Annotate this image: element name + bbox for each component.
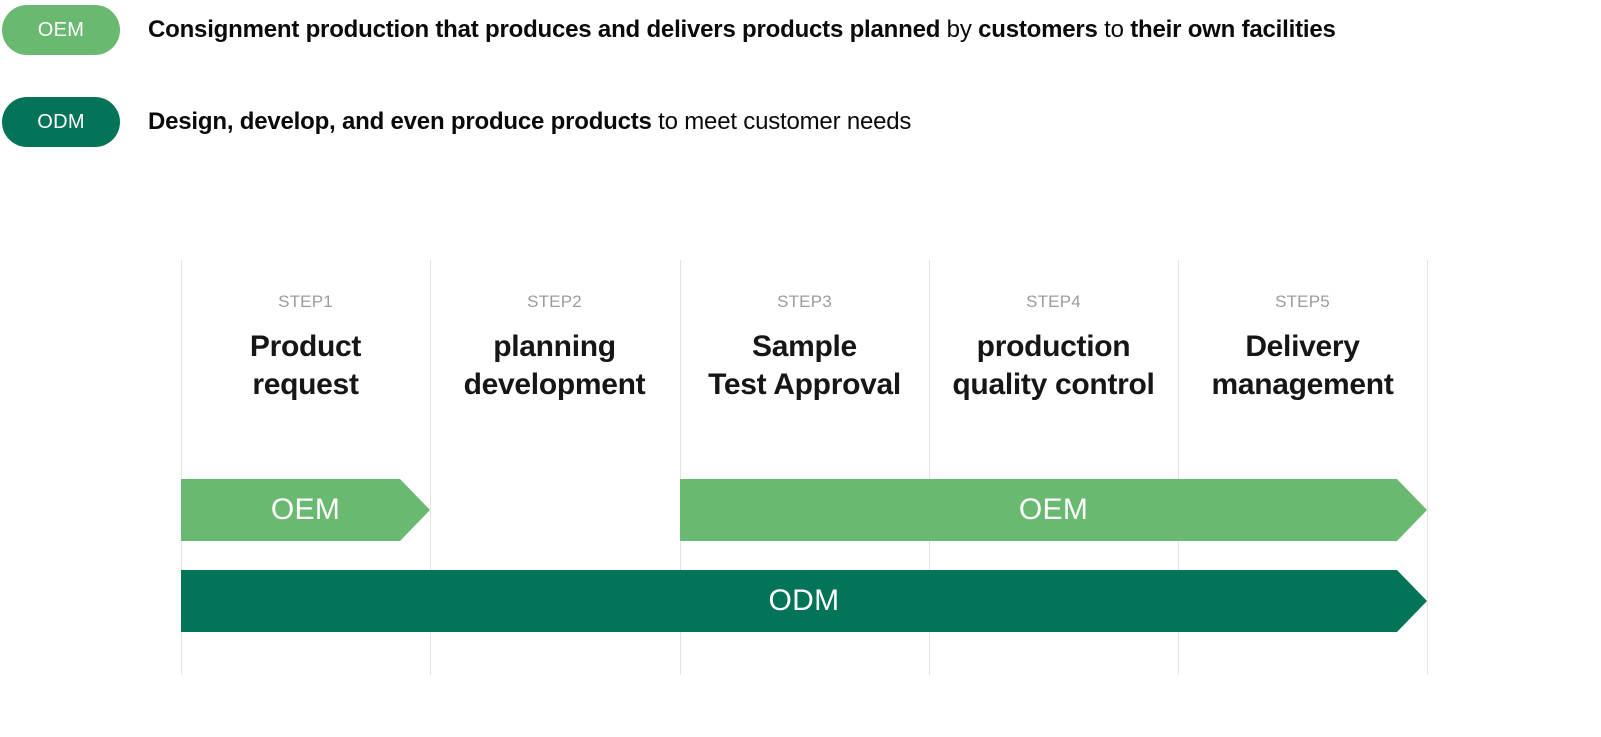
step-column-2: STEP2 planning development <box>430 292 679 404</box>
odm-description-segment: Design, develop, and even produce produc… <box>148 108 652 135</box>
oem-badge-label: OEM <box>37 18 85 41</box>
odm-badge: ODM <box>2 97 120 147</box>
odm-description-segment: to meet customer needs <box>651 108 912 135</box>
step-title-line-2: request <box>252 368 359 401</box>
step-title-line-1: Product <box>249 330 362 363</box>
step-column-5: STEP5 Delivery management <box>1178 292 1427 404</box>
oem-description-segment: to <box>1097 16 1131 43</box>
oem-description: Consignment production that produces and… <box>148 16 1336 44</box>
oem-arrow-label: OEM <box>270 493 341 526</box>
step-label: STEP2 <box>527 292 582 311</box>
oem-description-segment: their own facilities <box>1130 16 1336 43</box>
step-title: Sample Test Approval <box>680 328 929 404</box>
column-divider <box>929 260 930 675</box>
legend-row-oem: OEM Consignment production that produces… <box>0 5 1336 55</box>
step-label: STEP3 <box>777 292 832 311</box>
column-divider <box>430 260 431 675</box>
step-title: production quality control <box>929 328 1178 404</box>
oem-description-segment: by <box>940 16 979 43</box>
oem-arrow-step1: OEM <box>181 479 430 541</box>
step-title-line-1: planning <box>493 330 616 363</box>
odm-arrow-step1-5: ODM <box>181 570 1427 632</box>
oem-description-segment: customers <box>978 16 1098 43</box>
legend-row-odm: ODM Design, develop, and even produce pr… <box>0 97 911 147</box>
step-title-line-1: production <box>976 330 1131 363</box>
step-title: planning development <box>430 328 679 404</box>
oem-description-segment: Consignment production that produces and… <box>148 16 941 43</box>
oem-arrow-label: OEM <box>1018 493 1089 526</box>
column-divider <box>1427 260 1428 675</box>
step-label: STEP1 <box>278 292 333 311</box>
odm-badge-label: ODM <box>37 110 85 133</box>
step-label: STEP4 <box>1026 292 1081 311</box>
step-title: Delivery management <box>1178 328 1427 404</box>
column-divider <box>680 260 681 675</box>
step-title-line-2: Test Approval <box>708 368 901 401</box>
step-label: STEP5 <box>1275 292 1330 311</box>
step-title-line-2: development <box>463 368 646 401</box>
oem-badge: OEM <box>2 5 120 55</box>
step-column-3: STEP3 Sample Test Approval <box>680 292 929 404</box>
column-divider <box>1178 260 1179 675</box>
odm-description: Design, develop, and even produce produc… <box>148 108 911 136</box>
step-title-line-2: management <box>1211 368 1394 401</box>
step-title-line-2: quality control <box>952 368 1155 401</box>
oem-arrow-step3-5: OEM <box>680 479 1427 541</box>
odm-arrow-label: ODM <box>768 584 840 617</box>
step-title-line-1: Sample <box>752 330 857 363</box>
column-divider <box>181 260 182 675</box>
step-title-line-1: Delivery <box>1245 330 1360 363</box>
step-column-1: STEP1 Product request <box>181 292 430 404</box>
step-title: Product request <box>181 328 430 404</box>
step-column-4: STEP4 production quality control <box>929 292 1178 404</box>
